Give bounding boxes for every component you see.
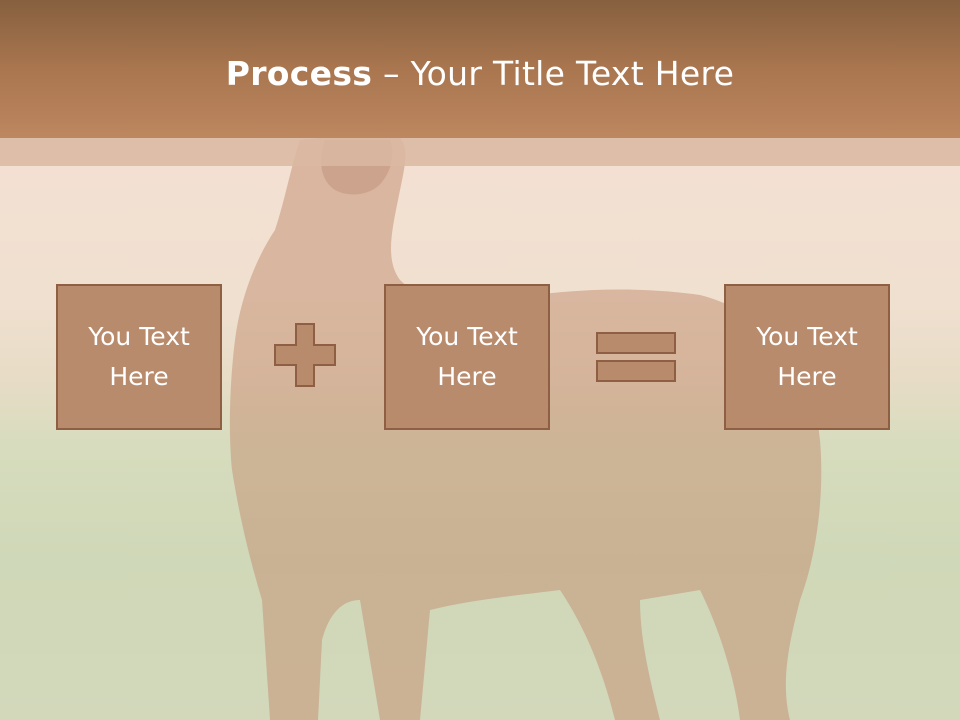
title-rest: – Your Title Text Here: [372, 54, 735, 93]
text-box-1-line2: Here: [109, 362, 169, 391]
text-box-3-line2: Here: [777, 362, 837, 391]
text-box-1-line1: You Text: [88, 322, 190, 351]
title-bold: Process: [225, 54, 373, 93]
text-box-3-line1: You Text: [756, 322, 858, 351]
text-box-2-line2: Here: [437, 362, 497, 391]
title-strip: [0, 138, 960, 166]
text-box-2-line1: You Text: [416, 322, 518, 351]
plus-icon: [274, 323, 336, 387]
title-bar: [0, 0, 960, 138]
text-box-1[interactable]: You Text Here: [56, 284, 222, 430]
text-box-3[interactable]: You Text Here: [724, 284, 890, 430]
text-box-2[interactable]: You Text Here: [384, 284, 550, 430]
equals-icon: [596, 332, 676, 382]
slide-title[interactable]: Process – Your Title Text Here: [0, 52, 960, 96]
